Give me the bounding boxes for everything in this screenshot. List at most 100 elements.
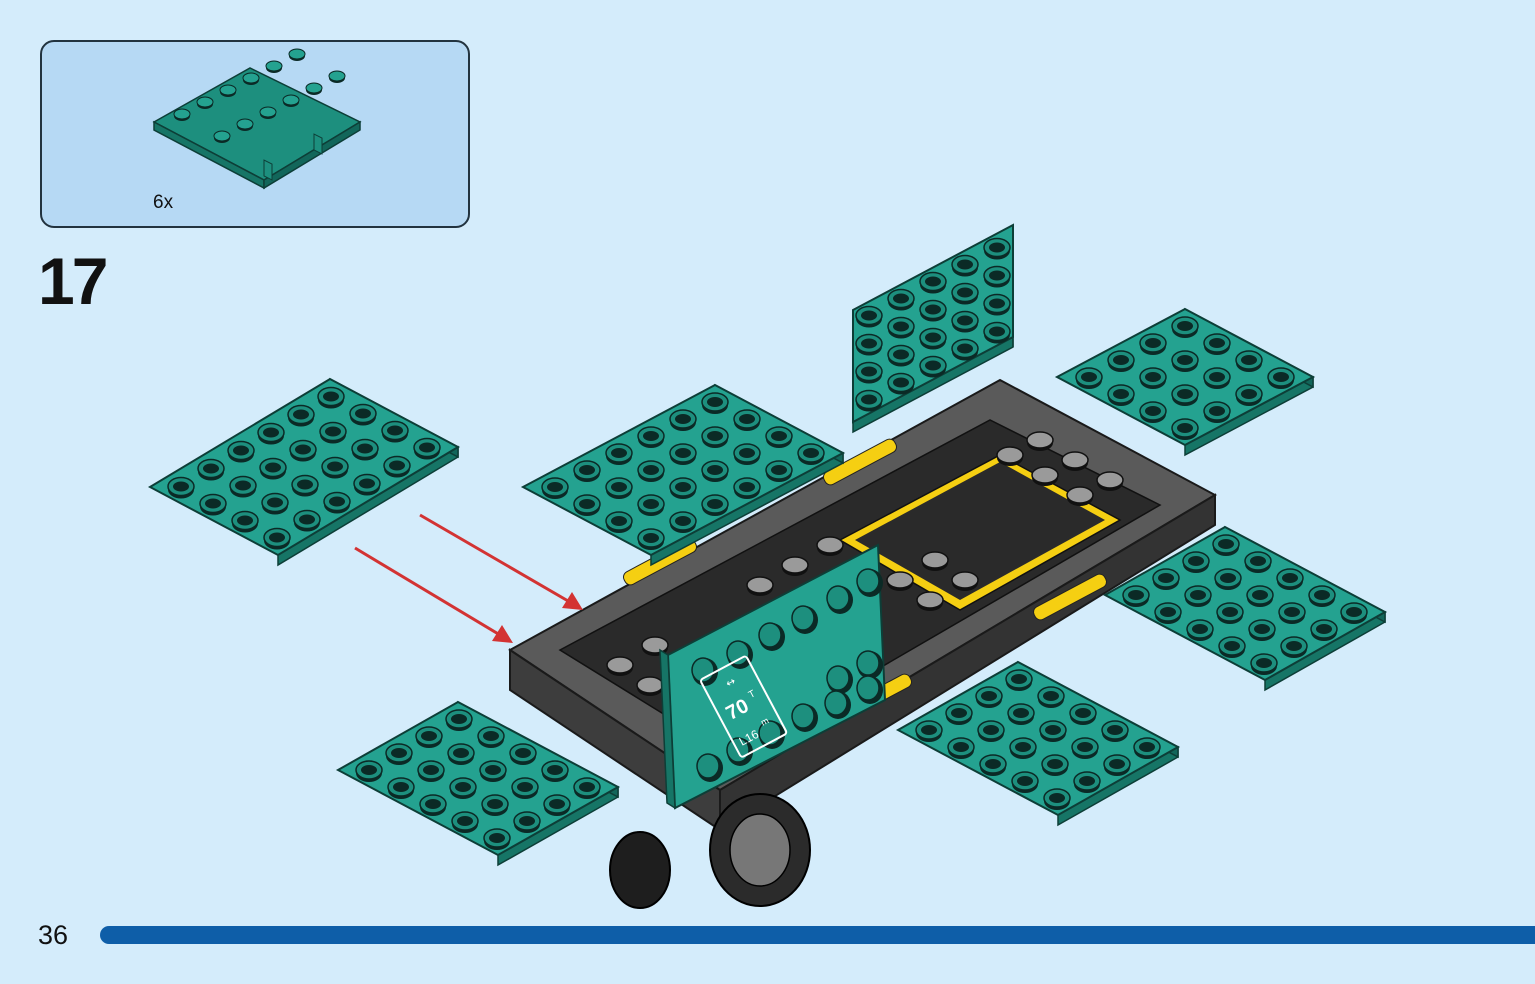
chassis-stud <box>916 591 944 609</box>
stud <box>487 799 503 809</box>
arrow-head-icon <box>492 625 513 643</box>
stud <box>675 414 691 424</box>
stud <box>925 304 941 315</box>
stud <box>1043 691 1059 701</box>
chassis-stud <box>636 676 664 694</box>
stud <box>1113 355 1129 365</box>
progress-bar <box>100 926 1535 944</box>
stud <box>925 360 941 371</box>
front-plate-stud <box>826 585 850 611</box>
stud <box>957 259 973 270</box>
stud <box>643 533 659 543</box>
callout-stud <box>288 48 306 60</box>
stud <box>329 496 345 507</box>
stud <box>675 482 691 492</box>
chassis-stud <box>1096 471 1124 489</box>
stud <box>455 782 471 792</box>
stud <box>983 725 999 735</box>
stud <box>297 479 313 490</box>
stud <box>985 759 1001 769</box>
teal-plate-left <box>147 377 461 567</box>
front-plate-stud <box>856 568 880 594</box>
stud <box>579 499 595 509</box>
stud <box>1254 624 1270 634</box>
chassis-stud <box>951 571 979 589</box>
stud <box>1250 556 1266 566</box>
callout-stud <box>213 130 231 142</box>
build-illustration: ↔ 70 T L16 m <box>147 223 1388 909</box>
teal-plate-front-right <box>1102 525 1388 692</box>
stud <box>643 465 659 475</box>
stud <box>423 765 439 775</box>
stud <box>237 515 253 526</box>
assembly-arrow <box>419 513 576 607</box>
stud <box>425 799 441 809</box>
stud <box>269 532 285 543</box>
stud <box>517 782 533 792</box>
stud <box>1188 556 1204 566</box>
stud <box>1220 573 1236 583</box>
stud <box>925 276 941 287</box>
decal-capacity-unit: T <box>747 688 758 701</box>
stud <box>549 799 565 809</box>
stud <box>391 748 407 758</box>
front-plate-stud <box>856 650 880 676</box>
callout-stud <box>265 60 283 72</box>
stud <box>1192 624 1208 634</box>
teal-plate-back-left <box>520 383 846 567</box>
stud <box>1316 624 1332 634</box>
stud <box>739 414 755 424</box>
chassis-stud <box>921 551 949 569</box>
front-plate-stud <box>696 753 720 779</box>
stud <box>233 445 249 456</box>
stud <box>1079 776 1095 786</box>
stud <box>327 461 343 472</box>
chassis-stud <box>1061 451 1089 469</box>
callout-stud <box>282 94 300 106</box>
stud <box>1286 641 1302 651</box>
stud <box>1224 641 1240 651</box>
parts-callout-art <box>152 48 362 190</box>
stud <box>1013 708 1029 718</box>
front-plate-stud <box>758 622 782 648</box>
parts-callout: 6x <box>40 40 470 228</box>
stud <box>419 442 435 453</box>
front-plate-stud <box>791 605 815 631</box>
stud <box>1158 573 1174 583</box>
stud <box>295 444 311 455</box>
stud <box>1017 776 1033 786</box>
stud <box>921 725 937 735</box>
stud <box>1284 607 1300 617</box>
stud <box>451 714 467 724</box>
stud <box>957 315 973 326</box>
stud <box>325 426 341 437</box>
stud <box>355 408 371 419</box>
stud <box>359 478 375 489</box>
teal-plates <box>147 223 1388 867</box>
decal-length-unit: m <box>759 715 770 727</box>
chassis-stud <box>606 656 634 674</box>
teal-plate-back-right <box>1054 307 1316 457</box>
stud <box>265 462 281 473</box>
stud <box>893 321 909 332</box>
stud <box>389 460 405 471</box>
chassis-stud <box>996 446 1024 464</box>
stud <box>957 287 973 298</box>
stud <box>1190 590 1206 600</box>
stud <box>611 448 627 458</box>
stud <box>1252 590 1268 600</box>
callout-stud <box>173 108 191 120</box>
stud <box>989 242 1005 253</box>
stud <box>1047 759 1063 769</box>
stud <box>611 516 627 526</box>
stud <box>1209 338 1225 348</box>
teal-plate-with-clips-icon <box>152 48 362 190</box>
stud <box>1241 355 1257 365</box>
stud <box>1160 607 1176 617</box>
stud <box>421 731 437 741</box>
stud <box>1346 607 1362 617</box>
front-end-plate: ↔ 70 T L16 m <box>659 543 887 810</box>
callout-stud <box>196 96 214 108</box>
stud <box>1145 338 1161 348</box>
step-number: 17 <box>38 244 108 318</box>
